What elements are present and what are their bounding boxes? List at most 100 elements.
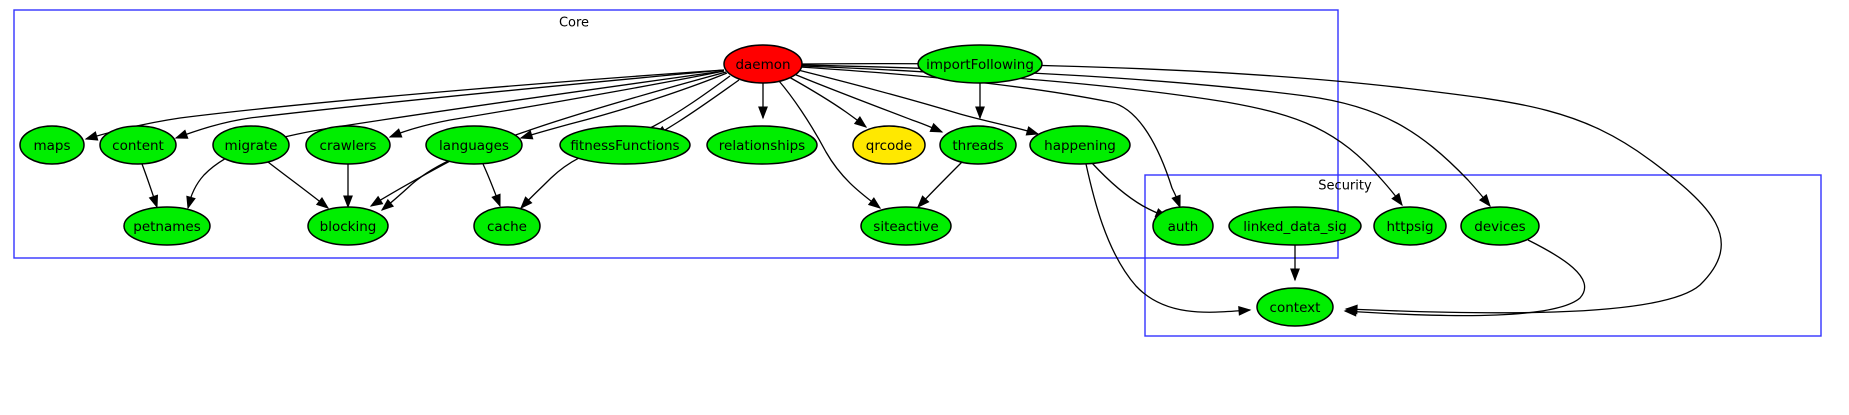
node-relationships[interactable]: relationships: [706, 125, 818, 165]
node-label-devices: devices: [1474, 219, 1525, 235]
node-shape-httpsig[interactable]: [1373, 206, 1447, 246]
edge-daemon-to-relationships: [758, 83, 768, 120]
edge-line: [801, 62, 1722, 314]
node-threads[interactable]: threads: [939, 125, 1017, 165]
edge-daemon-to-siteactive: [778, 80, 882, 209]
cluster-label-security: Security: [1318, 179, 1372, 194]
node-importFollowing[interactable]: importFollowing: [917, 44, 1043, 84]
node-label-linked_data_sig: linked_data_sig: [1243, 219, 1347, 235]
node-migrate[interactable]: migrate: [212, 125, 290, 165]
cluster-security: Security: [1144, 174, 1822, 337]
node-context[interactable]: context: [1256, 287, 1334, 327]
arrowhead-icon: [1290, 268, 1300, 282]
node-happening[interactable]: happening: [1029, 125, 1131, 165]
node-shape-context[interactable]: [1256, 287, 1334, 327]
edge-line: [797, 69, 1039, 135]
arrowhead-icon: [975, 106, 985, 120]
edge-happening-to-context: [1085, 163, 1252, 316]
node-label-migrate: migrate: [225, 138, 278, 154]
edge-line: [175, 69, 725, 139]
cluster-label-core: Core: [559, 16, 589, 31]
edge-line: [370, 160, 451, 207]
node-shape-maps[interactable]: [19, 125, 85, 165]
node-shape-content[interactable]: [99, 125, 177, 165]
node-cache[interactable]: cache: [473, 206, 541, 246]
node-label-fitnessFunctions: fitnessFunctions: [570, 138, 679, 154]
node-shape-relationships[interactable]: [706, 125, 818, 165]
node-linked_data_sig[interactable]: linked_data_sig: [1228, 206, 1362, 246]
node-auth[interactable]: auth: [1152, 206, 1214, 246]
node-daemon[interactable]: daemon: [723, 44, 803, 84]
node-fitnessFunctions[interactable]: fitnessFunctions: [559, 125, 691, 165]
edge-line: [389, 70, 725, 138]
arrowhead-icon: [343, 195, 353, 209]
node-label-auth: auth: [1168, 219, 1199, 235]
arrowhead-icon: [1391, 192, 1403, 207]
cluster-border-core: [13, 9, 1339, 259]
arrowhead-icon: [84, 131, 99, 141]
node-httpsig[interactable]: httpsig: [1373, 206, 1447, 246]
edge-daemon-to-httpsig: [800, 65, 1403, 207]
node-crawlers[interactable]: crawlers: [305, 125, 391, 165]
arrowhead-icon: [758, 106, 768, 120]
arrowhead-icon: [491, 193, 501, 208]
node-label-crawlers: crawlers: [320, 138, 377, 154]
arrowhead-icon: [917, 195, 930, 209]
edge-devices-to-context: [1343, 239, 1586, 317]
edge-daemon-to-content: [174, 69, 725, 139]
arrowhead-icon: [1343, 306, 1357, 317]
node-shape-siteactive[interactable]: [860, 206, 952, 246]
node-label-petnames: petnames: [133, 219, 201, 235]
cluster-border-security: [1144, 174, 1822, 337]
nodes-layer: daemon importFollowing maps content migrate c…: [19, 44, 1540, 327]
node-label-importFollowing: importFollowing: [926, 57, 1034, 73]
edge-happening-to-auth: [1091, 162, 1169, 218]
edge-daemon-to-happening: [797, 69, 1040, 136]
edge-line: [1344, 239, 1586, 317]
node-shape-auth[interactable]: [1152, 206, 1214, 246]
node-shape-linked_data_sig[interactable]: [1228, 206, 1362, 246]
node-shape-importFollowing[interactable]: [917, 44, 1043, 84]
edge-line: [1091, 162, 1168, 218]
node-shape-fitnessFunctions[interactable]: [559, 125, 691, 165]
node-blocking[interactable]: blocking: [307, 206, 389, 246]
node-content[interactable]: content: [99, 125, 177, 165]
node-label-context: context: [1270, 300, 1321, 316]
node-label-languages: languages: [439, 138, 509, 154]
edge-languages-to-cache: [482, 163, 501, 208]
edge-daemon-to-qrcode: [788, 76, 868, 128]
edge-content-to-petnames: [141, 163, 159, 209]
node-shape-petnames[interactable]: [123, 206, 211, 246]
edge-daemon-to-context: [801, 62, 1722, 315]
node-label-httpsig: httpsig: [1386, 219, 1433, 235]
node-shape-qrcode[interactable]: [852, 125, 926, 165]
node-shape-daemon[interactable]: [723, 44, 803, 84]
edge-importFollowing-to-threads: [975, 83, 985, 120]
node-qrcode[interactable]: qrcode: [852, 125, 926, 165]
edge-line: [800, 65, 1403, 206]
node-shape-cache[interactable]: [473, 206, 541, 246]
node-label-content: content: [112, 138, 164, 154]
node-shape-blocking[interactable]: [307, 206, 389, 246]
node-devices[interactable]: devices: [1460, 206, 1540, 246]
node-languages[interactable]: languages: [425, 125, 523, 165]
cluster-core: Core: [13, 9, 1339, 259]
node-shape-threads[interactable]: [939, 125, 1017, 165]
node-petnames[interactable]: petnames: [123, 206, 211, 246]
arrowhead-icon: [174, 129, 189, 139]
node-shape-crawlers[interactable]: [305, 125, 391, 165]
arrowhead-icon: [867, 197, 882, 209]
node-shape-migrate[interactable]: [212, 125, 290, 165]
node-shape-languages[interactable]: [425, 125, 523, 165]
edge-line: [1085, 163, 1251, 313]
node-shape-happening[interactable]: [1029, 125, 1131, 165]
node-siteactive[interactable]: siteactive: [860, 206, 952, 246]
arrowhead-icon: [388, 128, 403, 138]
node-maps[interactable]: maps: [19, 125, 85, 165]
arrowhead-icon: [520, 196, 533, 210]
arrowhead-icon: [519, 129, 534, 140]
node-shape-devices[interactable]: [1460, 206, 1540, 246]
edge-linked_data_sig-to-context: [1290, 245, 1300, 282]
node-label-happening: happening: [1044, 138, 1116, 154]
